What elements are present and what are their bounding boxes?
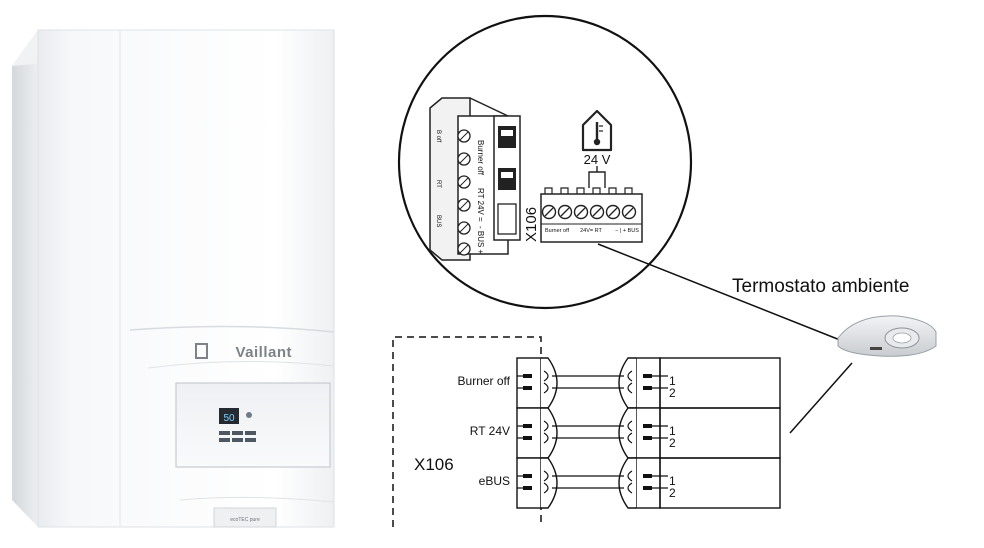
connector-row: 12 Burner off	[458, 357, 781, 409]
cable-plug-cap	[618, 357, 636, 409]
vertical-terminal-block: Burner off RT 24V = - BUS + B off RT BUS	[429, 97, 521, 261]
cable-socket	[627, 482, 633, 494]
cable-plug-body	[635, 357, 661, 409]
strip-top-teeth	[544, 187, 633, 194]
control-panel	[175, 382, 331, 468]
strip-label-bus: − | + BUS	[615, 228, 639, 234]
room-thermostat-symbol-icon	[581, 109, 613, 152]
model-badge: ecoTEC pure	[230, 517, 260, 523]
display-value: 50	[223, 413, 235, 424]
cable-box	[659, 357, 781, 409]
pin-number: 2	[669, 486, 676, 500]
pin-number: 1	[669, 374, 676, 388]
vertical-label-bus: - BUS +	[476, 226, 485, 255]
zoom-connector-id: X106	[523, 207, 540, 242]
vertical-label-burner-off: Burner off	[476, 140, 485, 176]
boiler-plug-body	[516, 357, 542, 409]
vertical-jumper	[497, 126, 517, 235]
control-buttons	[219, 431, 256, 442]
connector-row: 12 eBUS	[479, 457, 781, 509]
boiler-plug-cap	[541, 407, 558, 459]
cable-box	[659, 457, 781, 509]
boiler-socket	[543, 382, 549, 394]
cable-socket	[627, 420, 633, 432]
room-thermostat-device	[837, 315, 937, 357]
boiler-unit: Vaillant 50 ecoTEC pure	[12, 29, 335, 528]
x106-terminal-strip: X106 Burner off 24V= RT − | + BU	[523, 166, 643, 243]
boiler-plug-body	[516, 457, 542, 509]
cable-socket	[627, 432, 633, 444]
boiler-plug-cap	[541, 357, 558, 409]
vertical-screws	[457, 129, 471, 256]
voltage-label: 24 V	[584, 152, 611, 167]
pin-number: 1	[669, 474, 676, 488]
schematic-connector-id: X106	[414, 455, 454, 474]
connector-row: 12 RT 24V	[470, 407, 781, 459]
model-badge-plate	[213, 507, 277, 528]
vertical-label-rt: RT 24V =	[476, 188, 485, 222]
cable-plug-body	[635, 407, 661, 459]
terminal-zoom-view: Burner off RT 24V = - BUS + B off RT BUS…	[397, 14, 693, 310]
vertical-left-label-rt: RT	[435, 180, 441, 188]
vertical-left-label-bus: BUS	[435, 215, 441, 227]
boiler-socket	[543, 370, 549, 382]
vertical-left-label-b-off: B off	[435, 130, 441, 143]
cable-socket	[627, 382, 633, 394]
boiler-display	[219, 408, 239, 424]
boiler-socket	[543, 420, 549, 432]
pin-number: 2	[669, 436, 676, 450]
cable-plug-cap	[618, 407, 636, 459]
cable-box	[659, 407, 781, 459]
boiler-socket	[543, 482, 549, 494]
cable-socket	[627, 470, 633, 482]
connector-row-label: Burner off	[458, 374, 511, 388]
connector-row-label: RT 24V	[470, 424, 510, 438]
boiler-socket	[543, 470, 549, 482]
strip-screws	[541, 204, 637, 220]
boiler-plug-body	[516, 407, 542, 459]
brand-logo: Vaillant	[235, 344, 292, 361]
strip-label-rt: 24V= RT	[580, 228, 602, 234]
leader-line-upper	[597, 243, 841, 341]
leader-line-lower	[789, 362, 853, 434]
boiler-plug-cap	[541, 457, 558, 509]
strip-label-burner-off: Burner off	[545, 228, 570, 234]
cable-plug-body	[635, 457, 661, 509]
thermostat-label: Termostato ambiente	[732, 276, 909, 297]
connector-row-label: eBUS	[479, 474, 510, 488]
cable-socket	[627, 370, 633, 382]
pin-number: 1	[669, 424, 676, 438]
pin-number: 2	[669, 386, 676, 400]
boiler-side-panel	[12, 30, 38, 527]
boiler-front-curve	[129, 325, 335, 333]
status-led	[246, 412, 252, 418]
boiler-socket	[543, 432, 549, 444]
cable-plug-cap	[618, 457, 636, 509]
